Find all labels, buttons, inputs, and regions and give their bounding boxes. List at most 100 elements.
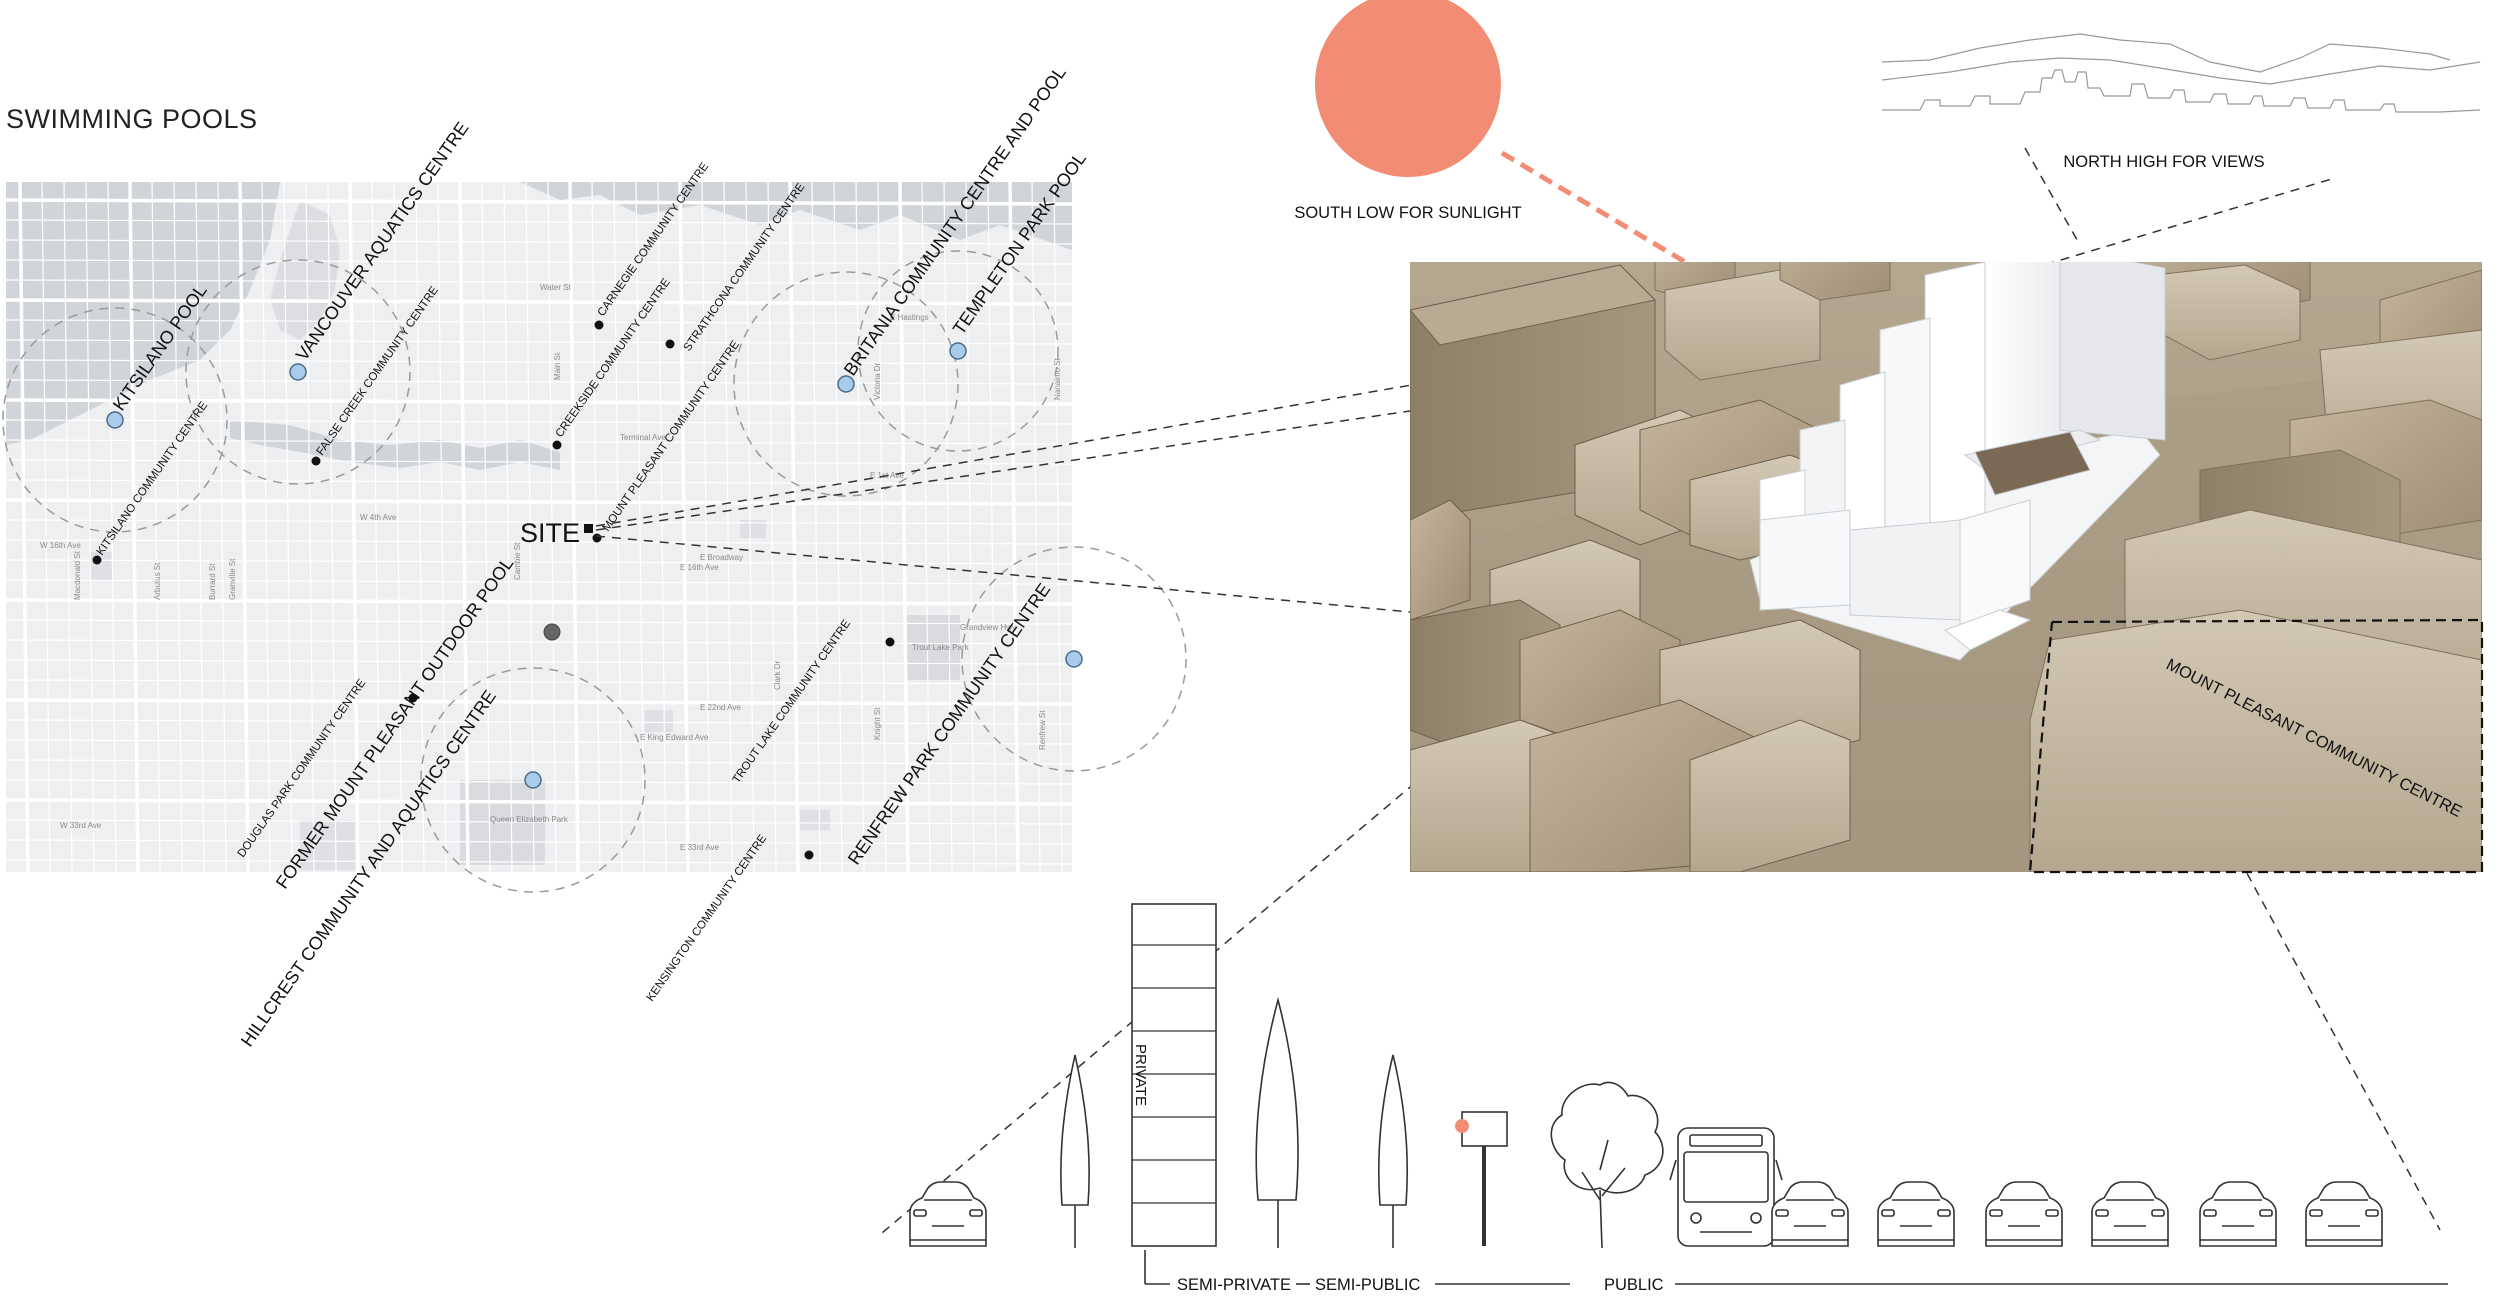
sun-label: SOUTH LOW FOR SUNLIGHT [1294,204,1521,222]
street-label: Queen Elizabeth Park [490,815,569,824]
deciduous-tree [1550,1081,1664,1249]
street-line [393,182,403,872]
centre-dot-mount-pleasant [592,533,602,543]
centre-dot-creekside [552,440,562,450]
street-label: Water St [540,283,572,292]
street-line [6,459,1072,465]
street-line [6,259,1072,265]
street-line [6,439,1072,445]
street-label: Main St [553,352,562,380]
street-line [788,182,800,872]
street-line [85,182,95,872]
street-line [6,239,1072,245]
court-surface [1974,431,2091,496]
wood-block-community-centre [2029,609,2482,872]
car-icon [1877,1181,1955,1247]
pool-dot-renfrew [1065,650,1083,668]
street-line [657,182,667,872]
street-line [1053,182,1063,872]
street-line [195,182,205,872]
street-label: E 22nd Ave [700,703,741,712]
street-line [217,182,227,872]
street-line [6,798,1072,806]
street-label: Arbutus St [153,562,162,600]
street-line [6,619,1072,625]
street-label: E 16th Ave [680,563,719,572]
street-line [6,659,1072,665]
street-line [173,182,183,872]
street-line [6,339,1072,345]
street-line [921,182,931,872]
street-line [437,182,447,872]
street-line [6,739,1072,745]
catchment-circles [2,250,1187,893]
tower-step-1 [1924,262,1986,541]
cypress-tree [1255,996,1299,1248]
zone-semi-private: SEMI-PRIVATE [1177,1276,1291,1294]
centre-dot-kensington [804,850,814,860]
street-line [6,719,1072,725]
street-line [987,182,997,872]
street-line [6,498,1072,506]
street-line [6,398,1072,406]
sun-icon [1315,0,1501,177]
street-line [348,182,360,872]
pool-dot-britania [837,375,855,393]
street-line [6,539,1072,545]
street-line [965,182,975,872]
car-icon [1985,1181,2063,1247]
street-line [458,182,470,872]
model-photo [1410,205,2482,872]
street-line [6,198,1072,206]
street-line [6,759,1072,765]
street-line [151,182,161,872]
car-icon [2305,1181,2383,1247]
skyline-sketch [1881,33,2481,113]
street-line [6,639,1072,645]
site-line-lower [595,535,1411,613]
pool-dot-templeton [949,342,967,360]
street-line [1031,182,1041,872]
street-line [591,182,601,872]
mountain-ridge-back [1881,33,2451,73]
pool-dot-former-mount-pleasant [543,623,561,641]
street-label: Trout Lake Park [912,643,970,652]
street-line [6,379,1072,385]
street-line [6,559,1072,565]
street-grid [6,182,1072,872]
wood-block [1840,205,1965,260]
street-line [855,182,865,872]
street-line [261,182,271,872]
park-block [740,520,766,538]
site-marker [584,524,593,533]
street-line [6,839,1072,845]
park-block [645,710,673,732]
street-label: E Hastings [890,313,929,322]
street-section: PRIVATE [909,903,2448,1285]
podium-block [1759,509,1851,611]
catchment-renfrew [961,546,1187,772]
tower-slab-2 [2059,262,2166,441]
street-line [745,182,755,872]
street-line [6,698,1072,706]
street-line [6,598,1072,606]
zone-public: PUBLIC [1604,1276,1664,1294]
views-line-left [2024,147,2081,246]
street-label: W 4th Ave [360,513,397,522]
street-line [525,182,535,872]
street-line [6,859,1072,865]
podium-block [1849,519,1961,621]
pool-dot-hillcrest [524,771,542,789]
catchment-templeton [857,250,1059,452]
centre-dot-false-creek [311,456,321,466]
model-base-plate [1943,609,2032,651]
street-line [723,182,733,872]
tower-elevation [1131,903,1217,1247]
street-line [6,679,1072,685]
catchment-hillcrest [420,667,646,893]
street-label: Macdonald St [73,550,82,600]
white-building-model [1749,262,2166,661]
